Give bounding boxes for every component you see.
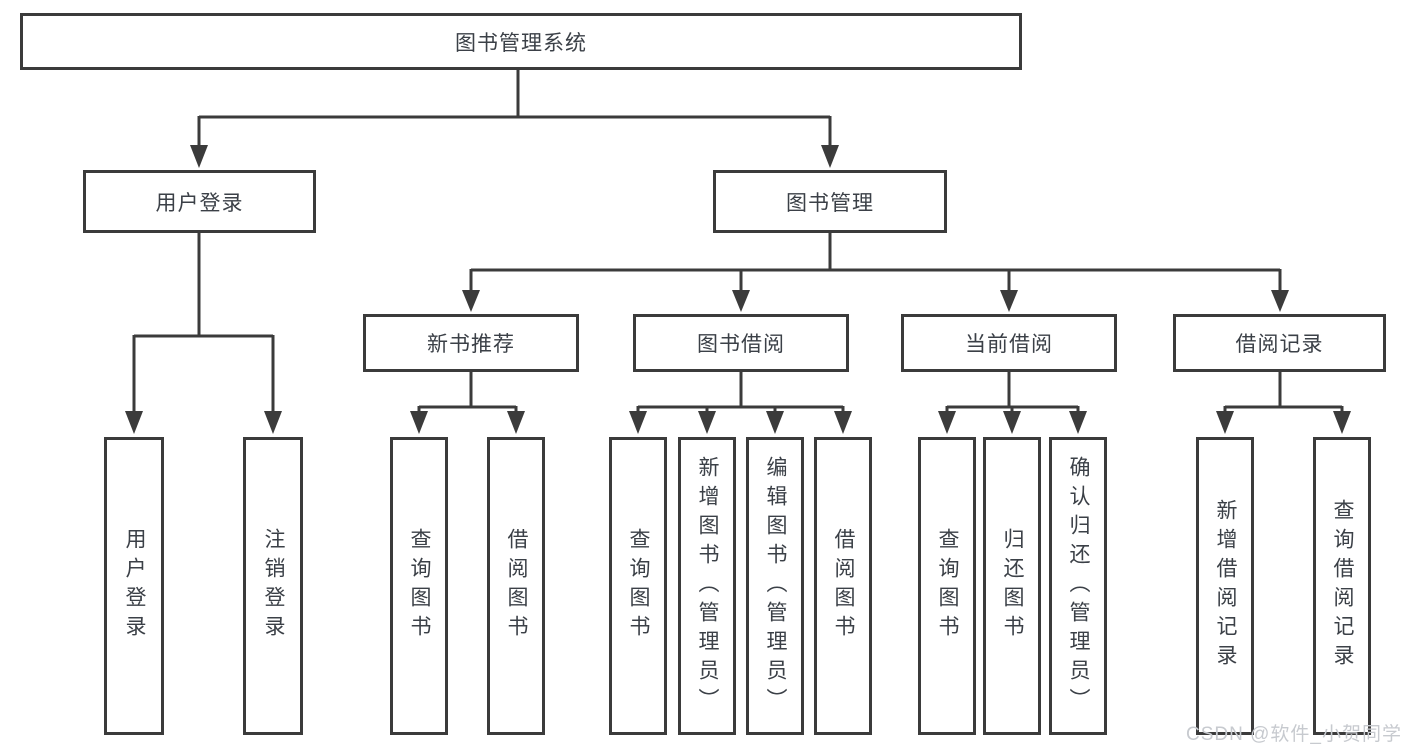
arrowheads <box>125 145 1351 434</box>
node-user-login-leaf: 用户登录 <box>104 437 164 735</box>
node-user-login: 用户登录 <box>83 170 316 233</box>
node-bb-add-books-admin: 新增图书（管理员） <box>678 437 736 735</box>
node-nb-borrow-books: 借阅图书 <box>487 437 545 735</box>
node-book-management: 图书管理 <box>713 170 947 233</box>
node-cb-confirm-return-admin: 确认归还（管理员） <box>1049 437 1107 735</box>
node-borrowing-records: 借阅记录 <box>1173 314 1386 372</box>
node-current-borrowing: 当前借阅 <box>901 314 1117 372</box>
node-br-add-record: 新增借阅记录 <box>1196 437 1254 735</box>
node-book-borrowing: 图书借阅 <box>633 314 849 372</box>
node-bb-query-books: 查询图书 <box>609 437 667 735</box>
node-new-book-recommend: 新书推荐 <box>363 314 579 372</box>
node-bb-borrow-books: 借阅图书 <box>814 437 872 735</box>
node-cb-return-books: 归还图书 <box>983 437 1041 735</box>
node-logout-leaf: 注销登录 <box>243 437 303 735</box>
node-nb-query-books: 查询图书 <box>390 437 448 735</box>
node-cb-query-books: 查询图书 <box>918 437 976 735</box>
watermark: CSDN @软件_小贺同学 <box>1186 724 1402 745</box>
node-bb-edit-books-admin: 编辑图书（管理员） <box>746 437 804 735</box>
node-library-system: 图书管理系统 <box>20 13 1022 70</box>
node-br-query-record: 查询借阅记录 <box>1313 437 1371 735</box>
